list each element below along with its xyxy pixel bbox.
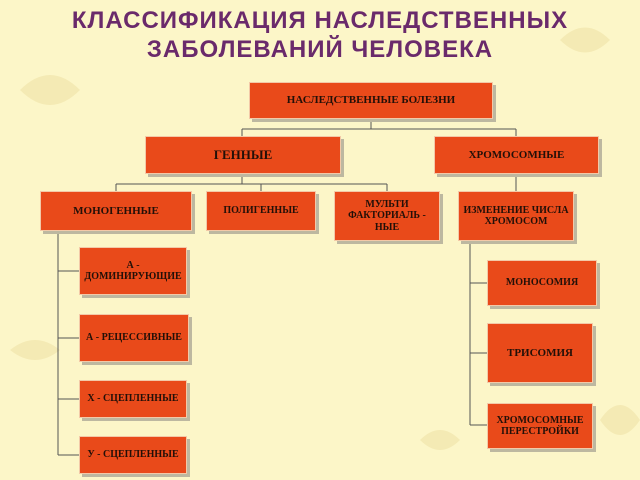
page-title: КЛАССИФИКАЦИЯ НАСЛЕДСТВЕННЫХ ЗАБОЛЕВАНИЙ… — [0, 6, 640, 64]
node-trisomy: ТРИСОМИЯ — [487, 323, 593, 383]
node-autosomal-dominant: А - ДОМИНИРУЮЩИЕ — [79, 247, 187, 295]
node-hereditary-diseases: НАСЛЕДСТВЕННЫЕ БОЛЕЗНИ — [249, 82, 493, 119]
title-line-1: КЛАССИФИКАЦИЯ НАСЛЕДСТВЕННЫХ — [71, 7, 569, 34]
node-chromosome-number-change: ИЗМЕНЕНИЕ ЧИСЛА ХРОМОСОМ — [458, 191, 574, 241]
node-genetic: ГЕННЫЕ — [145, 136, 341, 174]
node-autosomal-recessive: А - РЕЦЕССИВНЫЕ — [79, 314, 189, 362]
node-polygenic: ПОЛИГЕННЫЕ — [206, 191, 316, 231]
node-monogenic: МОНОГЕННЫЕ — [40, 191, 192, 231]
node-monosomy: МОНОСОМИЯ — [487, 260, 597, 306]
node-chromosome-rearrangements: ХРОМОСОМНЫЕ ПЕРЕСТРОЙКИ — [487, 403, 593, 449]
node-chromosomal: ХРОМОСОМНЫЕ — [434, 136, 599, 174]
node-y-linked: У - СЦЕПЛЕННЫЕ — [79, 436, 187, 474]
node-multifactorial: МУЛЬТИ ФАКТОРИАЛЬ - НЫЕ — [334, 191, 440, 241]
node-x-linked: Х - СЦЕПЛЕННЫЕ — [79, 380, 187, 418]
title-line-2: ЗАБОЛЕВАНИЙ ЧЕЛОВЕКА — [146, 36, 494, 63]
